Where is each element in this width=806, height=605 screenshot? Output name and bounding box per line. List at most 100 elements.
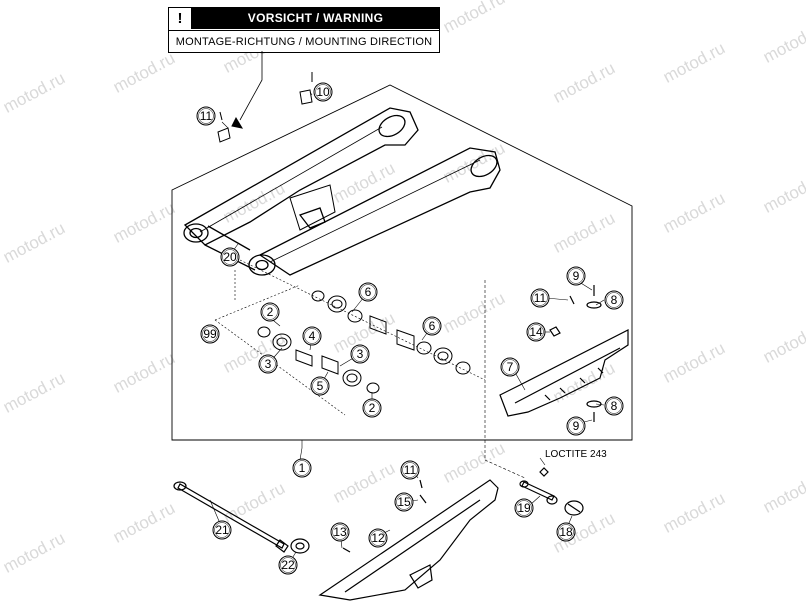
callout-circle: [514, 498, 534, 518]
callout-ring: [568, 268, 584, 284]
warning-icon: !: [169, 8, 192, 29]
swingarm: [183, 107, 501, 276]
callout-number: 15: [397, 495, 411, 509]
callout-circle: [196, 106, 216, 126]
callout-99: 99: [200, 324, 220, 344]
callout-ring: [198, 108, 214, 124]
callout-19: 19: [514, 498, 534, 518]
callout-number: 9: [573, 269, 580, 283]
callout-number: 18: [559, 525, 573, 539]
callout-14: 14: [526, 322, 546, 342]
callout-ring: [262, 304, 278, 320]
callout-number: 5: [317, 379, 324, 393]
callout-8: 8: [604, 396, 624, 416]
callout-number: 3: [265, 357, 272, 371]
callout-ring: [424, 318, 440, 334]
warning-leader: [239, 51, 263, 121]
callout-ring: [558, 524, 574, 540]
callout-10: 10: [313, 82, 333, 102]
callout-circle: [200, 324, 220, 344]
callout-number: 12: [371, 531, 385, 545]
callout-15: 15: [394, 492, 414, 512]
callout-circle: [358, 282, 378, 302]
callout-circle: [362, 398, 382, 418]
callout-circle: [302, 326, 322, 346]
callout-circle: [292, 458, 312, 478]
callout-ring: [304, 328, 320, 344]
callout-ring: [606, 292, 622, 308]
top-hardware: [217, 72, 313, 143]
callout-number: 22: [281, 558, 295, 572]
callout-ring: [502, 359, 518, 375]
callout-number: 1: [299, 461, 306, 475]
callout-5: 5: [310, 376, 330, 396]
callout-6: 6: [422, 316, 442, 336]
callout-ring: [532, 290, 548, 306]
callout-circle: [526, 322, 546, 342]
callout-circle: [212, 520, 232, 540]
callout-9: 9: [566, 416, 586, 436]
callout-12: 12: [368, 528, 388, 548]
callout-circle: [220, 247, 240, 267]
callout-3: 3: [258, 354, 278, 374]
callout-number: 10: [316, 85, 330, 99]
callout-7: 7: [500, 357, 520, 377]
callout-circle: [260, 302, 280, 322]
bearing-parts: [257, 290, 471, 394]
warning-box: ! VORSICHT / WARNING MONTAGE-RICHTUNG / …: [168, 7, 440, 53]
pivot-shaft: [173, 481, 310, 554]
callout-number: 3: [357, 347, 364, 361]
callout-circle: [500, 357, 520, 377]
warning-subtitle: MONTAGE-RICHTUNG / MOUNTING DIRECTION: [169, 30, 439, 53]
warning-title: VORSICHT / WARNING: [192, 8, 439, 29]
callout-2: 2: [260, 302, 280, 322]
callout-ring: [396, 494, 412, 510]
callout-circle: [422, 316, 442, 336]
callout-ring: [280, 557, 296, 573]
callout-number: 19: [517, 501, 531, 515]
callout-number: 11: [534, 291, 547, 305]
callout-circle: [310, 376, 330, 396]
loctite-note: LOCTITE 243: [545, 449, 607, 460]
chain-guard: [318, 479, 499, 601]
callout-ring: [294, 460, 310, 476]
callout-number: 11: [200, 109, 213, 123]
callout-22: 22: [278, 555, 298, 575]
callout-11: 11: [196, 106, 216, 126]
callout-18: 18: [556, 522, 576, 542]
callout-circle: [604, 396, 624, 416]
callout-ring: [402, 462, 418, 478]
callout-ring: [332, 524, 348, 540]
callout-ring: [202, 326, 218, 342]
callout-ring: [606, 398, 622, 414]
callout-number: 13: [333, 525, 347, 539]
callout-8: 8: [604, 290, 624, 310]
callout-circle: [604, 290, 624, 310]
callout-circle: [556, 522, 576, 542]
callout-group: 1223345667889910111111121314151819202122…: [196, 82, 624, 575]
callout-ring: [370, 530, 386, 546]
callout-circle: [394, 492, 414, 512]
callout-circle: [313, 82, 333, 102]
callout-number: 21: [215, 523, 229, 537]
callout-21: 21: [212, 520, 232, 540]
callout-circle: [368, 528, 388, 548]
callout-circle: [400, 460, 420, 480]
callout-number: 8: [611, 399, 618, 413]
callout-number: 2: [267, 305, 274, 319]
callout-circle: [566, 266, 586, 286]
callout-13: 13: [330, 522, 350, 542]
assembly-frame: [171, 84, 633, 441]
callout-ring: [568, 418, 584, 434]
callout-number: 2: [369, 401, 376, 415]
callout-circle: [530, 288, 550, 308]
chain-slider: [499, 285, 629, 422]
callout-ring: [528, 324, 544, 340]
callout-number: 14: [529, 325, 543, 339]
callout-number: 9: [573, 419, 580, 433]
callout-circle: [350, 344, 370, 364]
callout-3: 3: [350, 344, 370, 364]
callout-number: 7: [507, 360, 514, 374]
callout-ring: [352, 346, 368, 362]
